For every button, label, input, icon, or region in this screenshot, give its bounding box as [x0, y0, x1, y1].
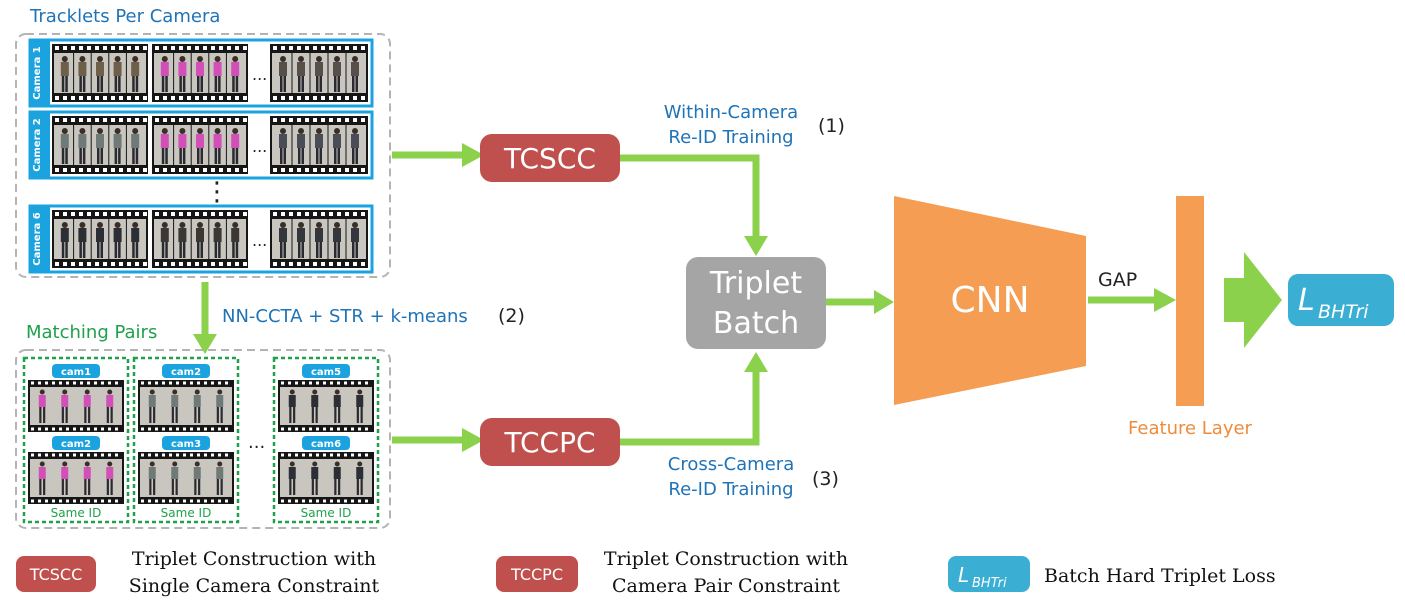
matching-title: Matching Pairs — [26, 322, 157, 343]
pair-top-tag: cam2 — [171, 367, 201, 378]
film-segment — [52, 44, 148, 102]
film-segment — [152, 44, 248, 102]
arrow-tccpc-to-triplet — [620, 368, 760, 446]
pair-bottom-tag: cam3 — [171, 439, 201, 450]
tcscc-caption-line1: Within-Camera — [664, 102, 798, 123]
triplet-line2: Batch — [713, 306, 799, 341]
arrowhead-triplet-top — [744, 236, 768, 256]
arrowhead-matching — [193, 334, 217, 354]
camera-strip: Camera 1... — [28, 38, 374, 108]
legend-tccpc-tag-label: TCCPC — [510, 565, 563, 584]
legend-loss-tag — [948, 556, 1030, 592]
camera-strips: Camera 1...Camera 2...Camera 6... — [28, 38, 374, 274]
pair-top-tag: cam1 — [61, 367, 91, 378]
pair-strip — [28, 452, 124, 504]
feature-layer-label: Feature Layer — [1128, 418, 1253, 439]
pair-bottom-tag: cam2 — [61, 439, 91, 450]
arrowhead-tccpc — [462, 428, 484, 452]
loss-subscript: BHTri — [1318, 301, 1369, 323]
legend-loss-text: Batch Hard Triplet Loss — [1044, 565, 1276, 587]
camera-strip: Camera 2... — [28, 110, 374, 180]
tcscc-step: (1) — [818, 115, 845, 137]
tccpc-step: (3) — [812, 468, 839, 490]
pair-strip — [138, 380, 234, 432]
arrowhead-tcscc — [462, 143, 484, 167]
camera-label: Camera 6 — [32, 212, 43, 265]
camera-label: Camera 1 — [32, 46, 43, 99]
legend-tccpc-line1: Triplet Construction with — [604, 548, 848, 570]
pair-strip — [278, 380, 374, 432]
loss-symbol: L — [1298, 283, 1315, 318]
legend-tcscc-line2: Single Camera Constraint — [129, 575, 380, 597]
method-step: (2) — [498, 305, 525, 327]
legend-tccpc-tag — [496, 556, 578, 592]
legend-loss-symbol: L — [958, 563, 969, 587]
arrow-feature-to-loss — [1224, 252, 1282, 348]
pair-same-id: Same ID — [51, 506, 102, 520]
strip-ellipsis: ... — [252, 231, 267, 250]
pair-top-tag: cam5 — [311, 367, 341, 378]
film-segment — [152, 210, 248, 268]
triplet-batch-box — [686, 257, 826, 349]
strip-ellipsis: ... — [252, 65, 267, 84]
arrowhead-triplet-bottom — [744, 352, 768, 372]
legend-tccpc-line2: Camera Pair Constraint — [612, 575, 840, 597]
feature-layer-bar — [1176, 196, 1204, 406]
pair-same-id: Same ID — [301, 506, 352, 520]
tracklets-title: Tracklets Per Camera — [29, 6, 220, 27]
pair-same-id: Same ID — [161, 506, 212, 520]
cnn-block — [894, 196, 1086, 405]
film-segment — [52, 116, 148, 174]
tracklets-container — [15, 33, 391, 278]
film-segment — [270, 116, 368, 174]
loss-box — [1288, 274, 1394, 326]
method-label: NN-CCTA + STR + k-means — [222, 306, 468, 327]
film-segment — [270, 210, 368, 268]
arrowhead-feature — [1154, 288, 1176, 312]
legend-tcscc-tag — [16, 556, 96, 592]
arrowhead-cnn — [874, 290, 894, 314]
camera-strip: Camera 6... — [28, 204, 374, 274]
camera-label: Camera 2 — [32, 118, 43, 171]
cnn-label: CNN — [951, 280, 1030, 321]
tcscc-label: TCSCC — [503, 142, 596, 175]
pair-strip — [278, 452, 374, 504]
strip-ellipsis: ... — [252, 137, 267, 156]
legend-tcscc-line1: Triplet Construction with — [132, 548, 376, 570]
matching-ellipsis: ... — [248, 432, 265, 453]
tccpc-box — [480, 418, 620, 466]
arrow-tcscc-to-triplet — [620, 154, 760, 240]
tccpc-caption-line1: Cross-Camera — [668, 454, 794, 475]
tccpc-caption-line2: Re-ID Training — [668, 479, 793, 500]
legend-loss-subscript: BHTri — [972, 576, 1007, 591]
pair-bottom-tag: cam6 — [311, 439, 341, 450]
tccpc-label: TCCPC — [504, 426, 596, 459]
film-segment — [152, 116, 248, 174]
tcscc-box — [480, 134, 620, 182]
pair-strip — [28, 380, 124, 432]
film-segment — [270, 44, 368, 102]
triplet-line1: Triplet — [709, 266, 802, 301]
film-segment — [52, 210, 148, 268]
legend-tcscc-tag-label: TCSCC — [29, 565, 83, 584]
gap-label: GAP — [1098, 269, 1137, 291]
vertical-ellipsis: ⋮ — [204, 177, 230, 207]
pair-strip — [138, 452, 234, 504]
tcscc-caption-line2: Re-ID Training — [668, 127, 793, 148]
